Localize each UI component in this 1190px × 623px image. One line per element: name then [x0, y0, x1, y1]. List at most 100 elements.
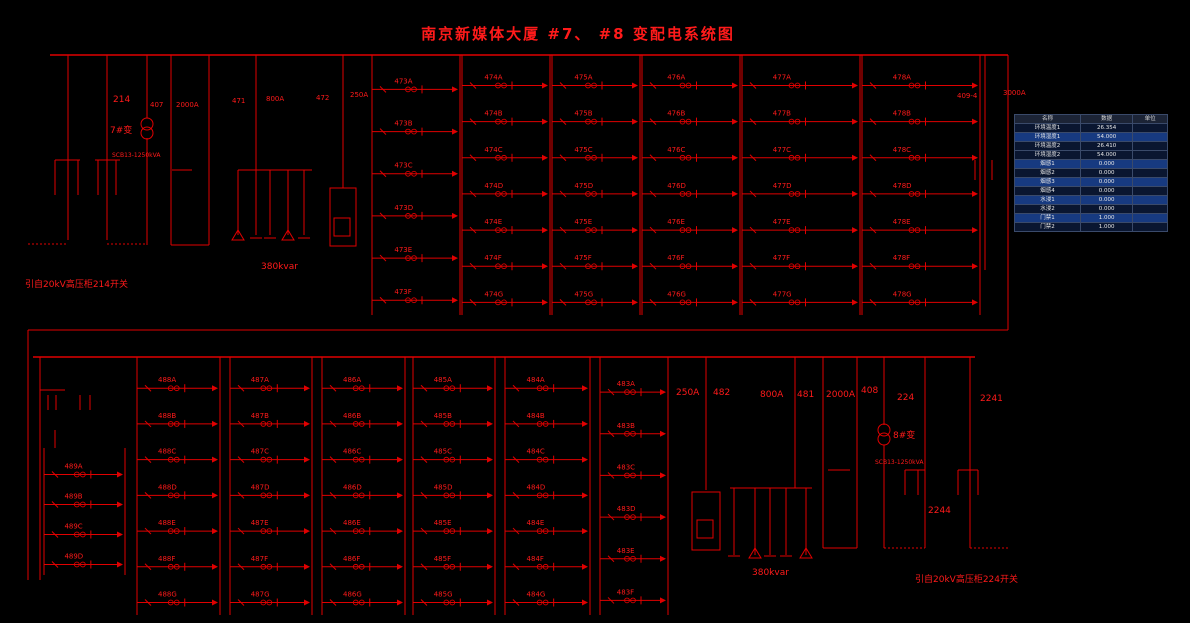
param-value: 1.000 [1079, 222, 1134, 232]
feeder-branch: 478D [862, 182, 978, 198]
feeder-label: 477A [773, 73, 791, 81]
feeder-branch: 475G [552, 290, 638, 307]
feeder-label: 486C [343, 448, 361, 456]
feeder-branch: 487F [230, 555, 310, 571]
feeder-branch: 475E [552, 218, 638, 235]
feeder-branch: 476E [642, 218, 738, 235]
feeder-label: 473E [394, 246, 412, 254]
feeder-branch: 486C [322, 448, 403, 464]
incomer-408-label: 408 [861, 386, 878, 396]
feeder-branch: 488D [137, 483, 218, 500]
switch-2244-label: 2244 [928, 506, 951, 516]
param-unit [1132, 222, 1168, 232]
feeder-label: 473D [394, 204, 413, 212]
feeder-branch: 474B [462, 110, 548, 126]
feeder-branch: 484G [505, 591, 588, 607]
transformer-7-symbol [140, 117, 154, 140]
transformer-7-model: SCB13-1250kVA [112, 152, 161, 159]
feeder-branch: 489C [44, 523, 123, 539]
param-value: 26.354 [1079, 123, 1134, 133]
feeder-branch: 488C [137, 448, 218, 464]
feeder-label: 484C [527, 448, 545, 456]
feeder-branch: 487C [230, 448, 310, 464]
feeder-label: 484F [527, 555, 544, 563]
feeder-label: 473F [394, 288, 411, 296]
param-unit [1132, 141, 1168, 151]
param-name: 水浸1 [1014, 195, 1081, 205]
feeder-branch: 478A [862, 73, 978, 90]
feeder-label: 478E [893, 218, 911, 226]
feeder-label: 487D [251, 483, 270, 491]
feeder-label: 477G [773, 290, 792, 298]
feeder-label: 474F [484, 254, 501, 262]
param-value: 0.000 [1079, 195, 1134, 205]
feeder-label: 475B [574, 110, 592, 118]
feeder-branch: 483B [600, 422, 666, 438]
feeder-label: 483B [617, 422, 635, 430]
feeder-label: 475C [574, 146, 592, 154]
feeder-branch: 486G [322, 591, 403, 607]
param-unit [1132, 195, 1168, 205]
feeder-label: 476B [667, 110, 685, 118]
feeder-label: 478D [893, 182, 912, 190]
param-name: 环境温度2 [1014, 141, 1081, 151]
switch-214-label: 214 [113, 95, 130, 105]
feeder-branch: 475F [552, 254, 638, 271]
feeder-label: 474G [484, 290, 503, 298]
feeder-branch: 488G [137, 591, 218, 607]
param-unit [1132, 159, 1168, 169]
feeder-label: 487E [251, 519, 269, 527]
feeder-label: 489C [64, 523, 82, 531]
param-header-value: 数据 [1079, 114, 1134, 124]
feeder-label: 486F [343, 555, 360, 563]
feeder-label: 473B [394, 120, 412, 128]
feeder-branch: 483E [600, 547, 666, 563]
feeder-branch: 483C [600, 463, 666, 480]
feeder-branch: 476A [642, 73, 738, 90]
feeder-branch: 484F [505, 555, 588, 571]
param-name: 烟感4 [1014, 186, 1081, 196]
feeder-label: 474C [484, 146, 502, 154]
feeder-branch: 485F [413, 555, 493, 571]
bottom-switch-482-wiring [691, 357, 721, 551]
feeder-label: 485E [434, 519, 452, 527]
param-value: 1.000 [1079, 213, 1134, 223]
feeder-branch: 485C [413, 448, 493, 464]
feeder-branch: 478C [862, 146, 978, 162]
param-value: 0.000 [1079, 159, 1134, 169]
feeder-label: 489D [64, 553, 83, 561]
diagram-title: 南京新媒体大厦 #7、 #8 变配电系统图 [421, 25, 735, 43]
feeder-branch: 489B [44, 493, 123, 509]
feeder-branch: 489A [44, 463, 123, 479]
top-labels: 214 7#变 SCB13-1250kVA 407 2000A 471 800A… [25, 89, 1026, 290]
cap-bank-380kvar-bottom: 380kvar [752, 568, 789, 578]
bottom-labels: 482 250A 481 800A 380kvar 2000A 408 224 … [676, 386, 1018, 585]
transformer-8-model: SCB13-1250kVA [875, 459, 924, 466]
feeder-branch: 478B [862, 110, 978, 126]
feeder-label: 476D [667, 182, 686, 190]
feeder-branch: 488E [137, 519, 218, 536]
feeder-label: 477F [773, 254, 790, 262]
feeder-label: 474D [484, 182, 503, 190]
feeder-label: 486B [343, 412, 361, 420]
feeder-label: 483C [617, 463, 635, 471]
feeder-branch: 487A [230, 376, 310, 393]
feeder-branch: 488F [137, 555, 218, 571]
param-value: 0.000 [1079, 204, 1134, 214]
param-unit [1132, 204, 1168, 214]
feeder-label: 488F [158, 555, 175, 563]
feeder-branch: 474F [462, 254, 548, 271]
feeder-branch: 484A [505, 376, 588, 393]
feeder-branch: 483A [600, 380, 666, 397]
feeder-branch: 478G [862, 290, 978, 307]
